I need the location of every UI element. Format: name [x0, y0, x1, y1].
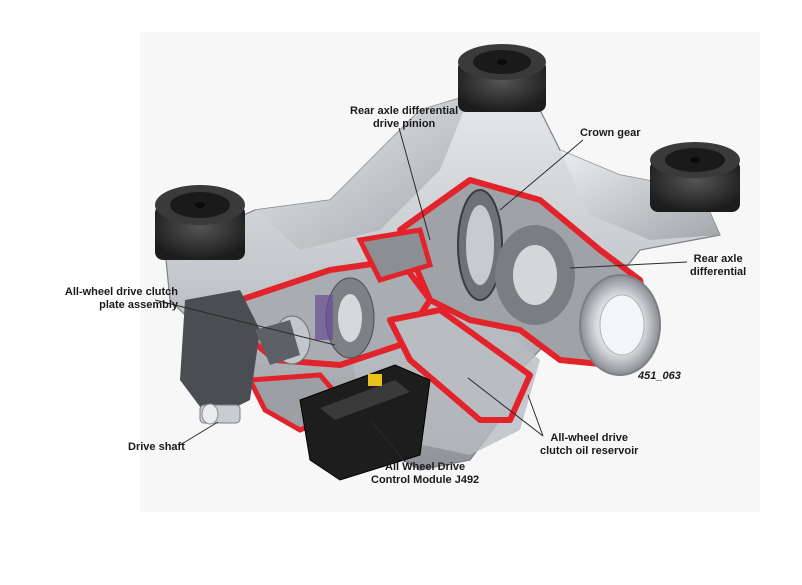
leader-reservoir-a	[467, 377, 544, 437]
label-reservoir-line2: clutch oil reservoir	[540, 445, 639, 457]
cutaway-sections	[237, 177, 661, 433]
label-clutch-line2: plate assembly	[99, 299, 178, 311]
label-drive-pinion-line2: drive pinion	[372, 118, 436, 130]
label-module-line1: All Wheel Drive	[385, 461, 466, 473]
leader-rear-diff	[569, 261, 688, 269]
label-module-line2: Control Module J492	[371, 474, 480, 486]
label-drive-pinion-line1: Rear axle differential	[350, 105, 459, 117]
label-drive-shaft: Drive shaft	[128, 441, 185, 453]
control-module-shape	[299, 364, 431, 481]
label-clutch-plate-assembly: All-wheel drive clutch plate assembly	[62, 286, 178, 312]
leader-module	[371, 421, 406, 463]
label-clutch-line1: All-wheel drive clutch	[64, 286, 178, 298]
leader-clutch	[154, 299, 336, 346]
leader-reservoir-b	[527, 394, 544, 437]
yoke-bracket	[255, 320, 300, 365]
mount-top	[458, 44, 546, 112]
label-reservoir-line1: All-wheel drive	[550, 432, 629, 444]
label-drive-pinion: Rear axle differential drive pinion	[350, 105, 458, 131]
leader-crown	[499, 139, 584, 211]
figure-number: 451_063	[638, 370, 681, 382]
drive-shaft-stub	[180, 290, 260, 425]
mount-right	[650, 142, 740, 212]
label-rear-diff-line1: Rear axle	[693, 253, 743, 265]
leader-drive-shaft	[179, 421, 219, 446]
label-rear-diff-line2: differential	[690, 266, 747, 278]
label-crown-gear: Crown gear	[580, 127, 641, 139]
mount-left	[155, 185, 245, 260]
label-oil-reservoir: All-wheel drive clutch oil reservoir	[540, 432, 638, 458]
leader-pinion	[398, 127, 431, 241]
label-control-module: All Wheel Drive Control Module J492	[371, 461, 479, 487]
leader-lines	[154, 127, 688, 463]
label-rear-axle-differential: Rear axle differential	[690, 253, 746, 279]
